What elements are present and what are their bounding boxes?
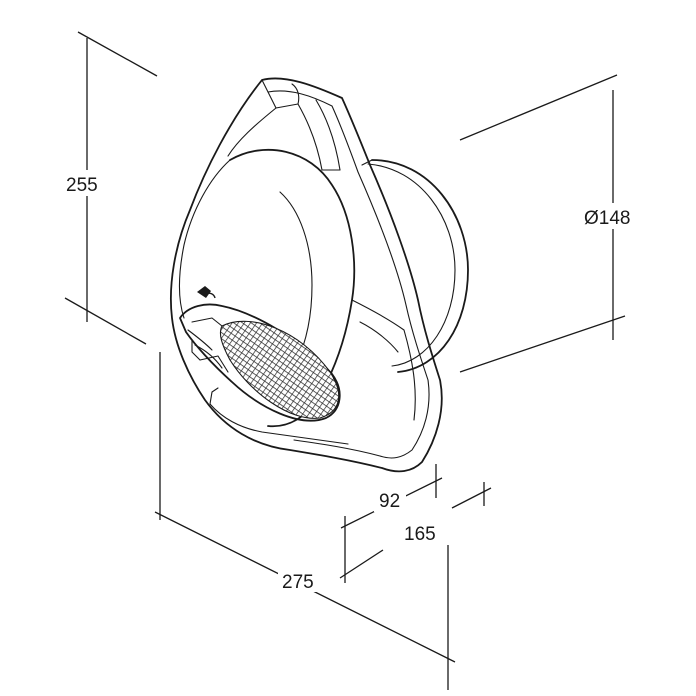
dim-height-label: 255 (66, 175, 98, 196)
dim-depth-outer-label: 165 (404, 524, 436, 545)
dimension-height: 255 (62, 31, 158, 345)
dim-depth-line-165-left (339, 549, 384, 579)
dimension-width: 275 (154, 352, 456, 690)
logo-mark-icon (197, 286, 216, 299)
grille-opening (179, 303, 341, 422)
dim-diameter-ext-top (459, 74, 618, 141)
vent-cap-body (169, 77, 469, 473)
dim-width-label: 275 (282, 572, 314, 593)
dimension-diameter: Ø148 (459, 74, 638, 373)
duct-cylinder-inner (367, 163, 456, 367)
dimension-depth: 92 165 (339, 464, 492, 583)
dim-height-ext-top (77, 31, 158, 77)
dim-height-ext-bottom (64, 297, 147, 345)
dim-depth-inner-label: 92 (379, 491, 400, 512)
dim-diameter-label: Ø148 (584, 208, 630, 229)
dim-depth-line-165-right (451, 487, 492, 509)
dim-diameter-ext-bottom (459, 315, 626, 373)
outer-shell (169, 77, 443, 473)
